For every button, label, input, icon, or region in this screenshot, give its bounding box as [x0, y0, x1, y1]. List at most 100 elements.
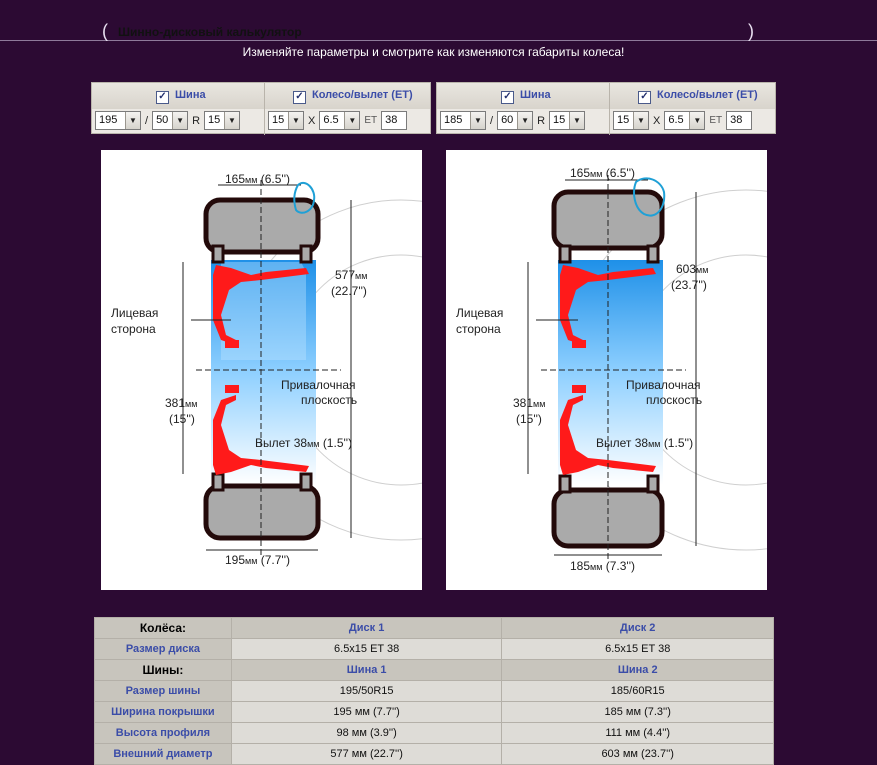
outer-diameter-label: 577мм	[335, 268, 368, 282]
face-side-label-2: сторона	[456, 322, 501, 336]
tire-bottom	[203, 483, 321, 541]
wheel-diagram-2: 165мм (6.5'') 603мм (23.7'') Лицевая сто…	[446, 150, 767, 590]
tire-checkbox-label[interactable]: ✓Шина	[501, 89, 551, 104]
chevron-down-icon[interactable]: ▼	[470, 112, 485, 129]
bead-top-right	[299, 244, 313, 264]
slash-separator: /	[145, 114, 149, 127]
face-side-label-2: сторона	[111, 322, 156, 336]
face-side-label: Лицевая	[111, 306, 159, 320]
row-value: 6.5x15 ET 38	[501, 638, 774, 660]
tire1-header: Шина 1	[230, 659, 503, 681]
chevron-down-icon[interactable]: ▼	[224, 112, 240, 129]
mount-plane-label: Привалочная	[281, 378, 356, 392]
wheel-cross-section-drawing	[182, 180, 422, 555]
tire-checkbox-label[interactable]: ✓Шина	[156, 89, 206, 104]
mount-plane-label: Привалочная	[626, 378, 701, 392]
row-label: Внешний диаметр	[94, 743, 232, 765]
wheel-diagram-1: 165мм (6.5'') 577мм (22.7'') Лицевая сто…	[101, 150, 422, 590]
table-row: Ширина покрышки 195 мм (7.7'') 185 мм (7…	[94, 701, 774, 723]
rim-spoke-top	[213, 265, 309, 345]
annotation-scribble	[293, 181, 316, 214]
top-width-label: 165мм (6.5'')	[570, 166, 636, 180]
offset-label: Вылет 38мм (1.5'')	[596, 436, 694, 450]
results-table: Колёса: Диск 1 Диск 2 Размер диска 6.5x1…	[94, 617, 774, 765]
wheel-checkbox-label[interactable]: ✓Колесо/вылет (ET)	[293, 89, 413, 104]
rim-diameter-label: 381мм	[513, 396, 546, 410]
table-row: Колёса: Диск 1 Диск 2	[94, 617, 774, 639]
slash-separator: /	[490, 114, 494, 127]
disc-diameter-select[interactable]: 15▼	[613, 111, 649, 130]
tire-rim-select[interactable]: 15▼	[204, 111, 241, 130]
wheel-cross-section-drawing	[527, 175, 767, 560]
row-label: Размер диска	[94, 638, 232, 660]
bead-bottom-left	[211, 472, 225, 492]
table-row: Высота профиля 98 мм (3.9'') 111 мм (4.4…	[94, 722, 774, 744]
chevron-down-icon[interactable]: ▼	[172, 112, 188, 129]
tire-profile-select[interactable]: 50▼	[152, 111, 189, 130]
tire-width-select[interactable]: 185▼	[440, 111, 486, 130]
row-value: 185 мм (7.3'')	[501, 701, 774, 723]
tire-profile-select[interactable]: 60▼	[497, 111, 534, 130]
bead-bottom-left	[558, 474, 572, 494]
face-side-label: Лицевая	[456, 306, 504, 320]
tires-header: Шины:	[94, 659, 232, 681]
disc-width-select[interactable]: 6.5▼	[664, 111, 706, 130]
rim-spoke-top	[560, 265, 656, 345]
outer-diameter-label: 603мм	[676, 262, 709, 276]
wheels-header: Колёса:	[94, 617, 232, 639]
chevron-down-icon[interactable]: ▼	[569, 112, 585, 129]
checkbox-icon[interactable]: ✓	[501, 91, 514, 104]
title-bar: ( Шинно-дисковый калькулятор )	[0, 22, 877, 42]
disc-width-select[interactable]: 6.5▼	[319, 111, 361, 130]
et-separator: ET	[709, 115, 723, 126]
row-value: 603 мм (23.7'')	[501, 743, 774, 765]
r-separator: R	[192, 114, 201, 127]
checkbox-icon[interactable]: ✓	[293, 91, 306, 104]
table-row: Внешний диаметр 577 мм (22.7'') 603 мм (…	[94, 743, 774, 765]
x-separator: X	[308, 114, 316, 127]
tire2-header: Шина 2	[501, 659, 774, 681]
title-brace-left: (	[102, 21, 108, 41]
rim-spoke-bottom	[213, 395, 309, 475]
controls-header	[92, 83, 430, 109]
rim-spoke-bottom	[560, 395, 656, 475]
rim-diameter-label: 381мм	[165, 396, 198, 410]
row-value: 195 мм (7.7'')	[230, 701, 503, 723]
disc-shade	[221, 262, 306, 360]
checkbox-icon[interactable]: ✓	[156, 91, 169, 104]
mount-plane-label-2: плоскость	[646, 393, 703, 407]
chevron-down-icon[interactable]: ▼	[344, 112, 360, 129]
wheel-checkbox-label[interactable]: ✓Колесо/вылет (ET)	[638, 89, 758, 104]
table-row: Размер диска 6.5x15 ET 38 6.5x15 ET 38	[94, 638, 774, 660]
annotation-scribble	[633, 177, 666, 217]
chevron-down-icon[interactable]: ▼	[517, 112, 533, 129]
chevron-down-icon[interactable]: ▼	[633, 112, 648, 129]
disc-diameter-select[interactable]: 15▼	[268, 111, 304, 130]
outer-diameter-inch-label: (23.7'')	[671, 278, 707, 292]
bead-top-left	[558, 244, 572, 264]
row-value: 98 мм (3.9'')	[230, 722, 503, 744]
chevron-down-icon[interactable]: ▼	[689, 112, 705, 129]
et-select[interactable]: 38	[726, 111, 753, 130]
tire-width-select[interactable]: 195▼	[95, 111, 141, 130]
disc1-header: Диск 1	[230, 617, 503, 639]
row-value: 577 мм (22.7'')	[230, 743, 503, 765]
row-value: 6.5x15 ET 38	[230, 638, 503, 660]
disc-gradient	[211, 260, 316, 485]
outer-diameter-inch-label: (22.7'')	[331, 284, 367, 298]
offset-label: Вылет 38мм (1.5'')	[255, 436, 353, 450]
et-select[interactable]: 38	[381, 111, 408, 130]
tire-rim-select[interactable]: 15▼	[549, 111, 586, 130]
chevron-down-icon[interactable]: ▼	[125, 112, 140, 129]
checkbox-icon[interactable]: ✓	[638, 91, 651, 104]
controls-header	[437, 83, 775, 109]
chevron-down-icon[interactable]: ▼	[288, 112, 303, 129]
